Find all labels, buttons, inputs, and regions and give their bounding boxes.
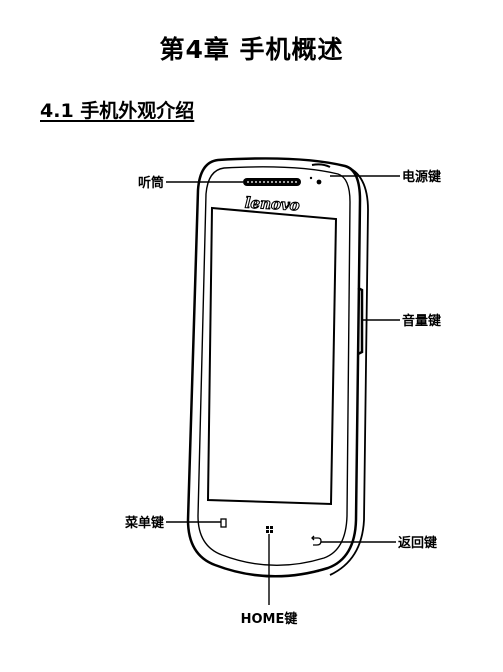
volume-rocker <box>357 286 364 356</box>
power-button <box>311 163 331 168</box>
phone-bezel <box>197 166 351 567</box>
light-sensor <box>309 176 313 180</box>
brand-logo: lenovo <box>244 194 300 215</box>
chapter-title: 第4章 手机概述 <box>159 35 344 64</box>
volume-key-label: 音量键 <box>402 313 441 329</box>
phone-screen <box>206 206 338 506</box>
back-key-label: 返回键 <box>398 535 437 551</box>
section-title: 4.1 手机外观介绍 <box>40 100 195 122</box>
back-icon <box>311 535 322 546</box>
front-camera <box>316 179 322 185</box>
power-key-label: 电源键 <box>402 169 441 185</box>
earpiece-grille <box>243 178 301 186</box>
earpiece-label: 听筒 <box>138 175 164 191</box>
home-icon <box>266 526 273 533</box>
home-key-label: HOME键 <box>241 611 298 627</box>
microphone <box>316 569 320 573</box>
menu-icon <box>220 518 227 528</box>
menu-key-label: 菜单键 <box>124 515 164 531</box>
phone-side-edge <box>329 165 369 576</box>
